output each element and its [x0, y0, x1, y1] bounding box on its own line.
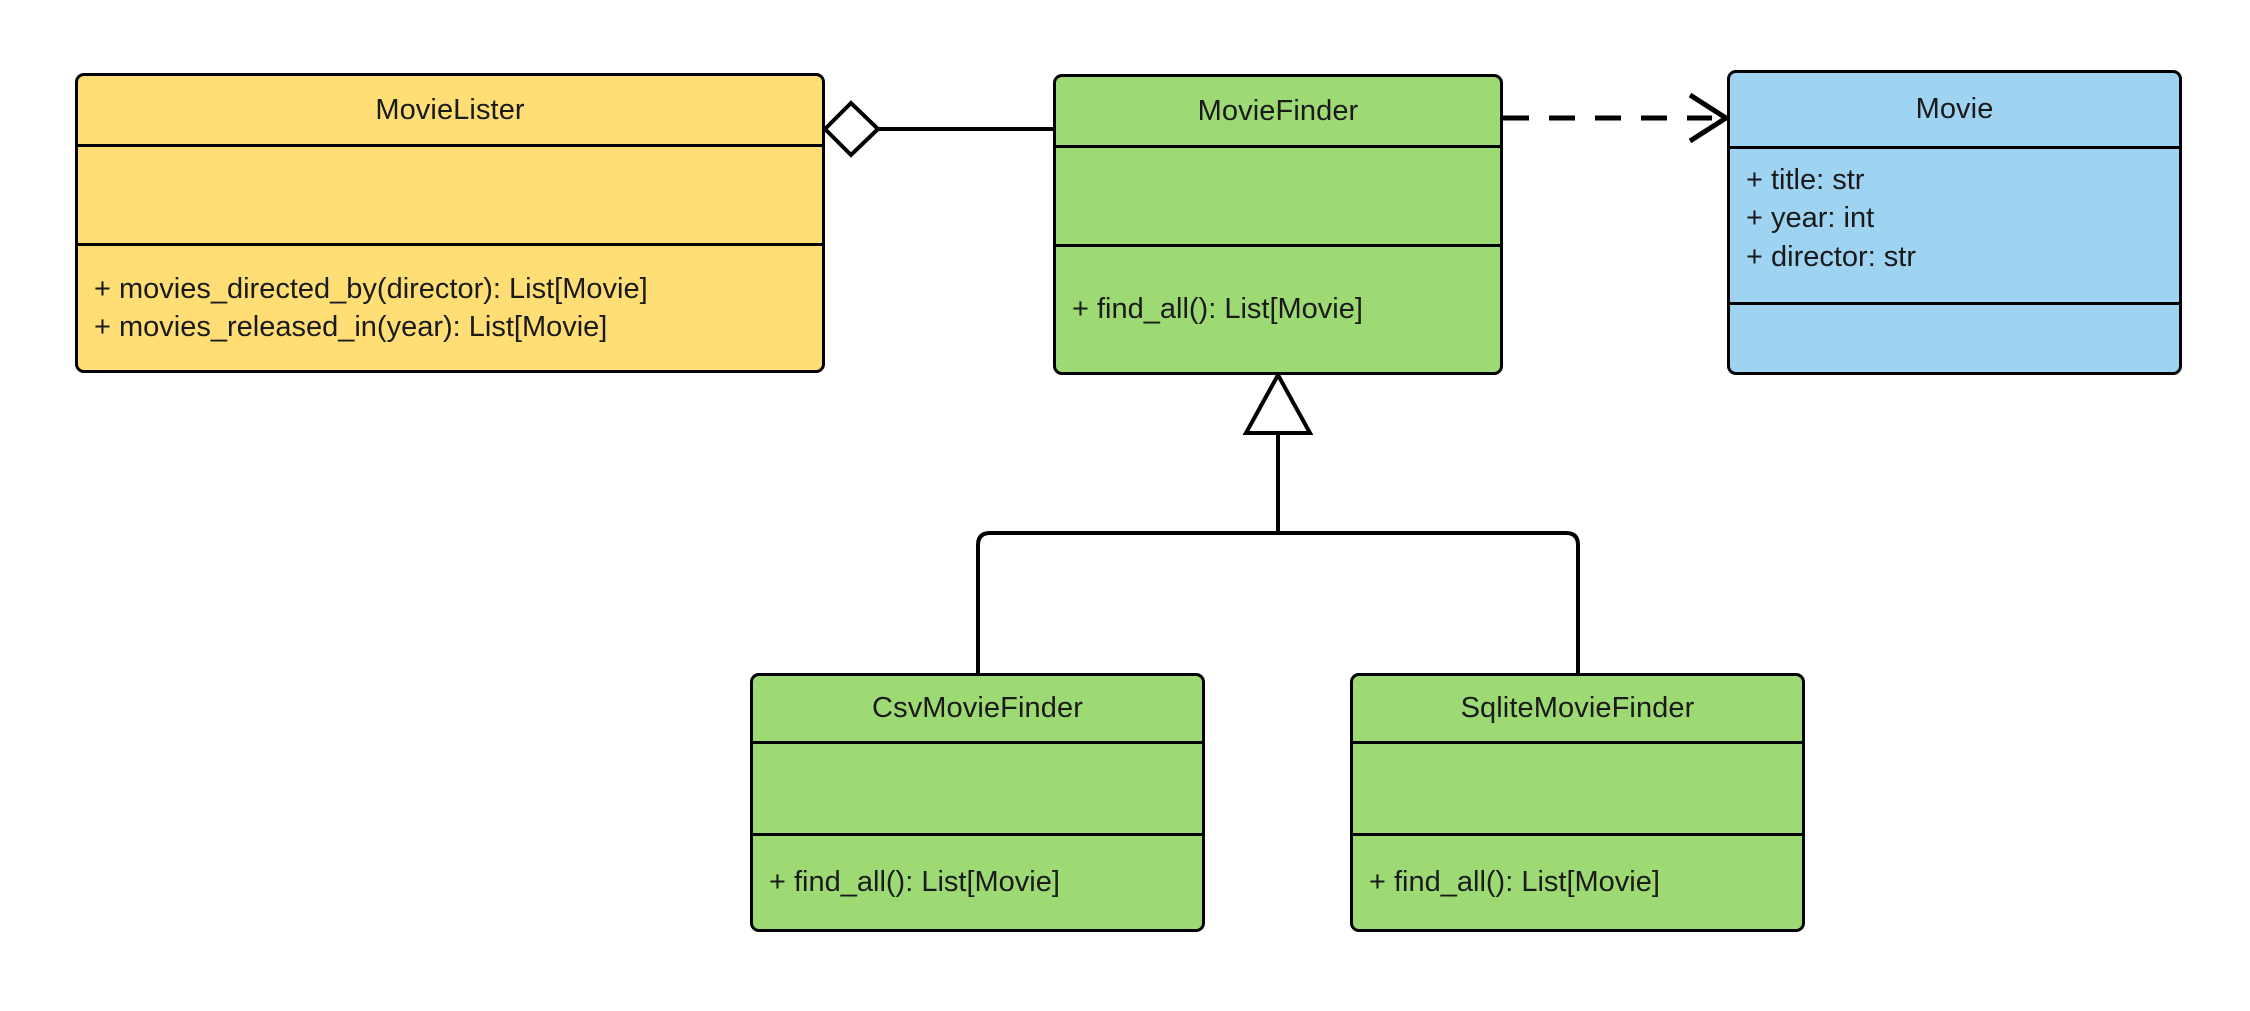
method-item: + find_all(): List[Movie] [1369, 866, 1660, 899]
attributes-compartment-movie-lister [78, 147, 822, 246]
methods-compartment-movie [1730, 305, 2179, 372]
aggregation-lister-finder [822, 100, 1053, 158]
methods-compartment-movie-lister: + movies_directed_by(director): List[Mov… [78, 246, 822, 370]
class-box-movie-lister[interactable]: MovieLister + movies_directed_by(directo… [75, 73, 825, 373]
attributes-compartment-sqlite-movie-finder [1353, 744, 1802, 836]
class-name-movie: Movie [1730, 73, 2179, 149]
attribute-item: + year: int [1746, 202, 1875, 235]
attributes-compartment-movie: + title: str + year: int + director: str [1730, 149, 2179, 305]
dependency-finder-movie [1503, 92, 1731, 144]
attribute-item: + title: str [1746, 164, 1865, 196]
class-box-csv-movie-finder[interactable]: CsvMovieFinder + find_all(): List[Movie] [750, 673, 1205, 932]
attribute-item: + director: str [1746, 240, 1917, 273]
class-box-sqlite-movie-finder[interactable]: SqliteMovieFinder + find_all(): List[Mov… [1350, 673, 1805, 932]
generalization-branch-bar [976, 531, 1580, 673]
method-item: + movies_released_in(year): List[Movie] [94, 311, 608, 343]
class-box-movie-finder[interactable]: MovieFinder + find_all(): List[Movie] [1053, 74, 1503, 375]
open-arrow-icon [1688, 92, 1731, 144]
method-item: + find_all(): List[Movie] [769, 866, 1060, 899]
hollow-diamond-icon [822, 100, 881, 158]
attributes-compartment-movie-finder [1056, 148, 1500, 247]
class-name-sqlite-movie-finder: SqliteMovieFinder [1353, 676, 1802, 744]
methods-compartment-sqlite-movie-finder: + find_all(): List[Movie] [1353, 836, 1802, 929]
class-name-csv-movie-finder: CsvMovieFinder [753, 676, 1202, 744]
methods-compartment-csv-movie-finder: + find_all(): List[Movie] [753, 836, 1202, 929]
class-name-movie-finder: MovieFinder [1056, 77, 1500, 148]
method-item: + movies_directed_by(director): List[Mov… [94, 272, 648, 305]
class-box-movie[interactable]: Movie + title: str + year: int + directo… [1727, 70, 2182, 375]
hollow-triangle-icon [1242, 370, 1314, 435]
attributes-compartment-csv-movie-finder [753, 744, 1202, 836]
methods-compartment-movie-finder: + find_all(): List[Movie] [1056, 247, 1500, 372]
generalization-tree [976, 370, 1580, 673]
method-item: + find_all(): List[Movie] [1072, 293, 1363, 326]
class-name-movie-lister: MovieLister [78, 76, 822, 147]
